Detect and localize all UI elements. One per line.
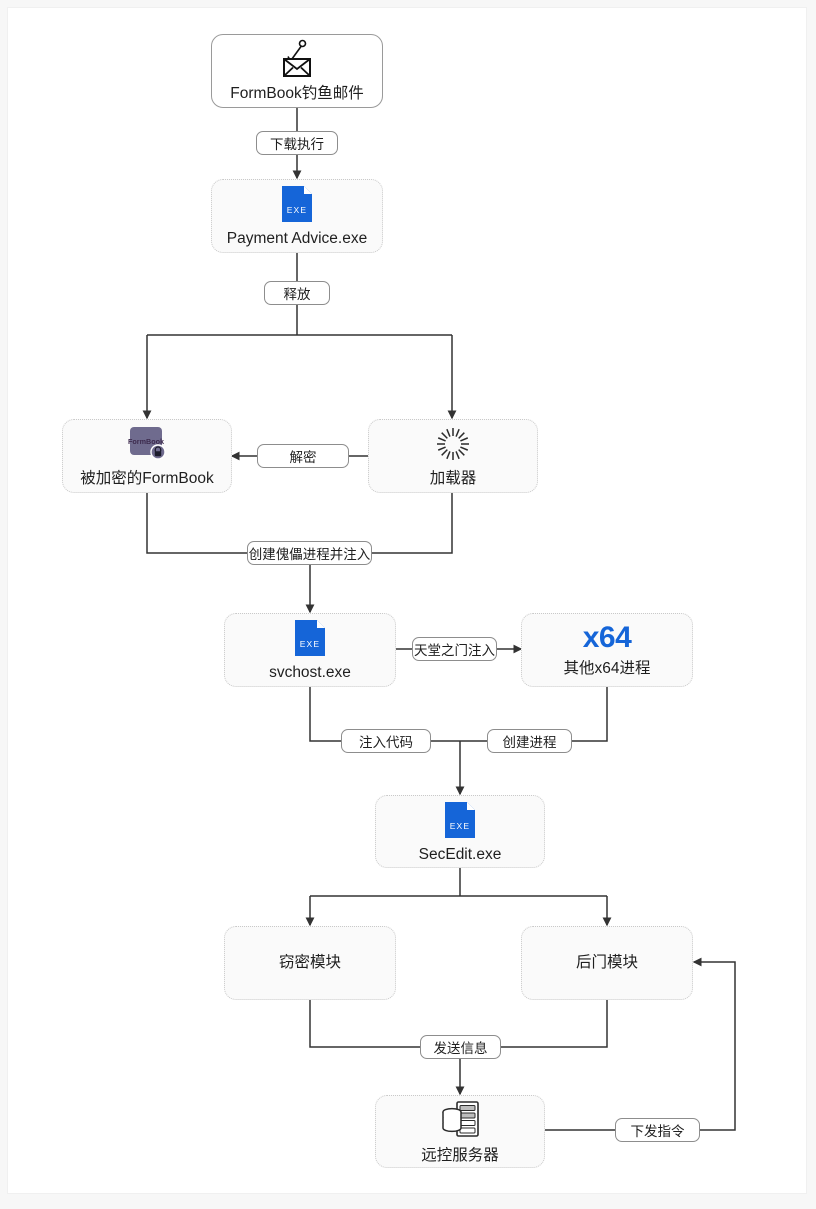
node-label: 加载器 — [429, 470, 477, 488]
exe-file-icon: EXE — [293, 618, 327, 658]
node-label: Payment Advice.exe — [226, 230, 368, 248]
edge-command-to-backdoor — [692, 957, 736, 1131]
exe-file-icon: EXE — [443, 800, 477, 840]
exe-file-icon: EXE — [280, 184, 314, 224]
edge-label-drop: 释放 — [264, 281, 330, 305]
node-label: svchost.exe — [269, 664, 351, 682]
node-c2-server[interactable]: 远控服务器 — [375, 1095, 545, 1168]
node-backdoor-module[interactable]: 后门模块 — [521, 926, 693, 1000]
edge-encfb-to-hollowing — [146, 493, 247, 554]
svg-text:FormBook: FormBook — [128, 437, 164, 446]
node-label: SecEdit.exe — [418, 845, 502, 863]
loader-spinner-icon — [432, 424, 474, 464]
edge-loader-to-hollowing — [372, 493, 453, 554]
edge-label-command: 下发指令 — [615, 1118, 700, 1142]
encrypted-formbook-icon: FormBook — [125, 424, 169, 464]
svg-text:EXE: EXE — [287, 205, 308, 215]
edge-label-heavens-gate: 天堂之门注入 — [412, 637, 497, 661]
node-label: 窃密模块 — [278, 954, 341, 972]
edge-stealer-to-senddata — [309, 1000, 420, 1048]
phishing-mail-icon — [276, 39, 318, 79]
node-loader[interactable]: 加载器 — [368, 419, 538, 493]
server-icon — [438, 1099, 482, 1141]
node-other-x64-process[interactable]: x64 其他x64进程 — [521, 613, 693, 687]
edge-label-hollowing: 创建傀儡进程并注入 — [247, 541, 372, 565]
x64-badge-icon: x64 — [582, 620, 632, 654]
node-label: 被加密的FormBook — [80, 470, 214, 488]
edge-label-inject-code: 注入代码 — [341, 729, 431, 753]
node-label: 后门模块 — [575, 954, 638, 972]
edge-svchost-to-injectcode — [309, 686, 341, 742]
edge-label-create-process: 创建进程 — [487, 729, 572, 753]
node-phishing-mail[interactable]: FormBook钓鱼邮件 — [211, 34, 383, 108]
node-encrypted-formbook[interactable]: FormBook 被加密的FormBook — [62, 419, 232, 493]
node-label: 远控服务器 — [421, 1146, 499, 1164]
edge-label-download: 下载执行 — [256, 131, 338, 155]
edge-x64-to-createproc — [572, 686, 608, 742]
node-svchost-exe[interactable]: EXE svchost.exe — [224, 613, 396, 687]
node-label: 其他x64进程 — [563, 659, 651, 677]
edge-backdoor-to-senddata — [501, 1000, 608, 1048]
node-label: FormBook钓鱼邮件 — [230, 85, 364, 103]
svg-text:EXE: EXE — [450, 821, 471, 831]
node-stealer-module[interactable]: 窃密模块 — [224, 926, 396, 1000]
node-payment-advice-exe[interactable]: EXE Payment Advice.exe — [211, 179, 383, 253]
node-secedit-exe[interactable]: EXE SecEdit.exe — [375, 795, 545, 868]
edge-label-send-data: 发送信息 — [420, 1035, 501, 1059]
edge-label-decrypt: 解密 — [257, 444, 349, 468]
svg-text:EXE: EXE — [300, 639, 321, 649]
